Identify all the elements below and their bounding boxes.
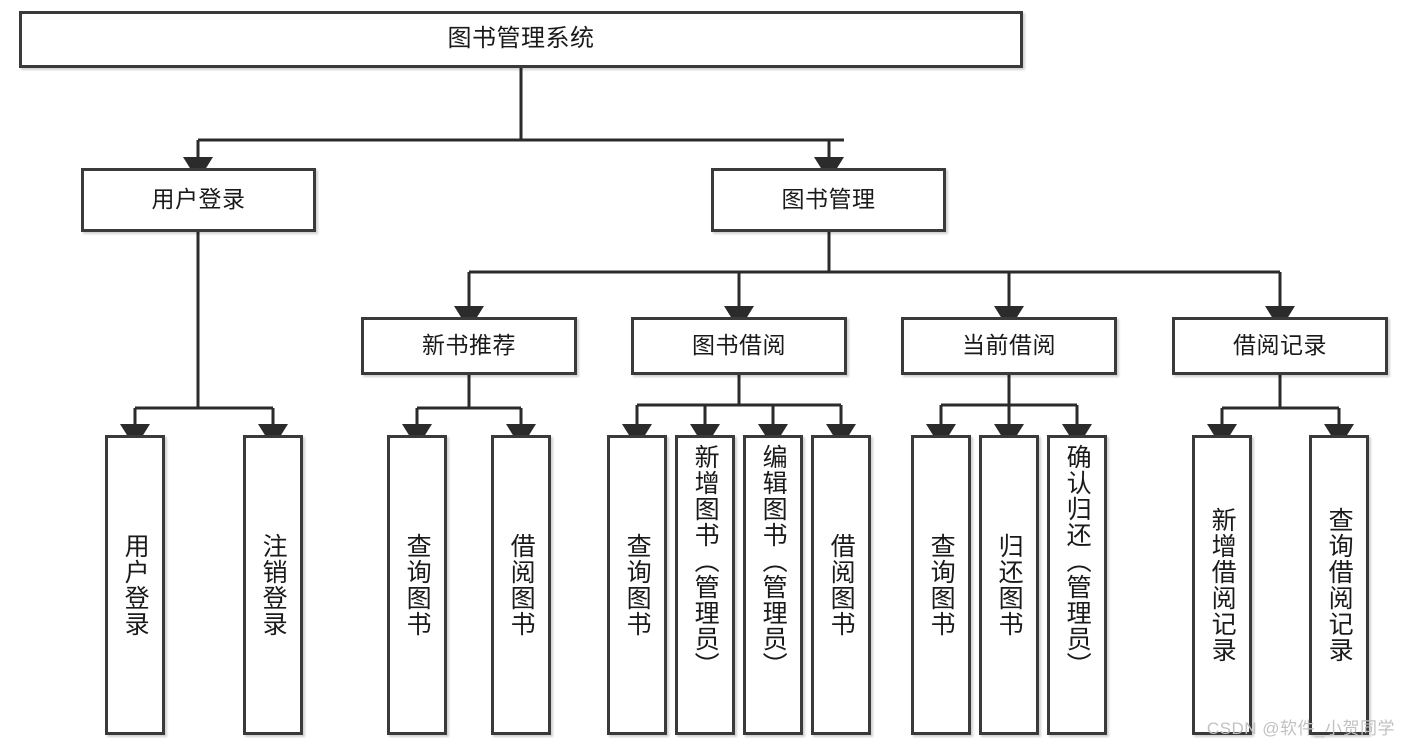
node-borrowing-record[interactable]: 借阅记录 xyxy=(1172,317,1388,375)
node-label: 借阅图书 xyxy=(507,533,536,637)
leaf-book-borrow-add-book-admin[interactable]: 新增图书（管理员） xyxy=(675,435,735,735)
leaf-borrow-record-add-record[interactable]: 新增借阅记录 xyxy=(1192,435,1252,735)
node-user-login[interactable]: 用户登录 xyxy=(81,168,316,232)
leaf-book-borrow-query-book[interactable]: 查询图书 xyxy=(607,435,667,735)
node-label: 图书借阅 xyxy=(692,332,786,359)
leaf-new-book-borrow-book[interactable]: 借阅图书 xyxy=(491,435,551,735)
node-root-book-management-system[interactable]: 图书管理系统 xyxy=(19,11,1023,68)
node-label: 编辑图书（管理员） xyxy=(759,444,788,678)
leaf-current-borrow-return-book[interactable]: 归还图书 xyxy=(979,435,1039,735)
node-label: 用户登录 xyxy=(151,186,246,213)
node-label: 归还图书 xyxy=(995,533,1024,637)
node-label: 注销登录 xyxy=(259,533,288,637)
leaf-book-borrow-edit-book-admin[interactable]: 编辑图书（管理员） xyxy=(743,435,803,735)
node-label: 查询图书 xyxy=(623,533,652,637)
node-label: 图书管理系统 xyxy=(447,25,595,53)
leaf-current-borrow-query-book[interactable]: 查询图书 xyxy=(911,435,971,735)
node-book-borrowing[interactable]: 图书借阅 xyxy=(631,317,847,375)
node-label: 借阅图书 xyxy=(827,533,856,637)
leaf-user-login-logout[interactable]: 注销登录 xyxy=(243,435,303,735)
node-label: 新书推荐 xyxy=(422,332,516,359)
node-label: 查询图书 xyxy=(927,533,956,637)
leaf-borrow-record-query-record[interactable]: 查询借阅记录 xyxy=(1309,435,1369,735)
node-label: 查询借阅记录 xyxy=(1325,507,1354,663)
node-label: 新增借阅记录 xyxy=(1208,507,1237,663)
node-label: 新增图书（管理员） xyxy=(691,444,720,678)
leaf-book-borrow-borrow-book[interactable]: 借阅图书 xyxy=(811,435,871,735)
node-current-borrowing[interactable]: 当前借阅 xyxy=(901,317,1117,375)
node-label: 当前借阅 xyxy=(962,332,1056,359)
node-label: 确认归还（管理员） xyxy=(1063,444,1092,678)
leaf-current-borrow-confirm-return-admin[interactable]: 确认归还（管理员） xyxy=(1047,435,1107,735)
node-new-book-recommendation[interactable]: 新书推荐 xyxy=(361,317,577,375)
node-label: 用户登录 xyxy=(121,533,150,637)
csdn-watermark: CSDN @软件_小贺同学 xyxy=(1206,719,1395,738)
node-label: 图书管理 xyxy=(781,186,876,213)
node-book-management[interactable]: 图书管理 xyxy=(711,168,946,232)
leaf-new-book-query-book[interactable]: 查询图书 xyxy=(387,435,447,735)
node-label: 查询图书 xyxy=(403,533,432,637)
leaf-user-login-login[interactable]: 用户登录 xyxy=(105,435,165,735)
node-label: 借阅记录 xyxy=(1233,332,1327,359)
